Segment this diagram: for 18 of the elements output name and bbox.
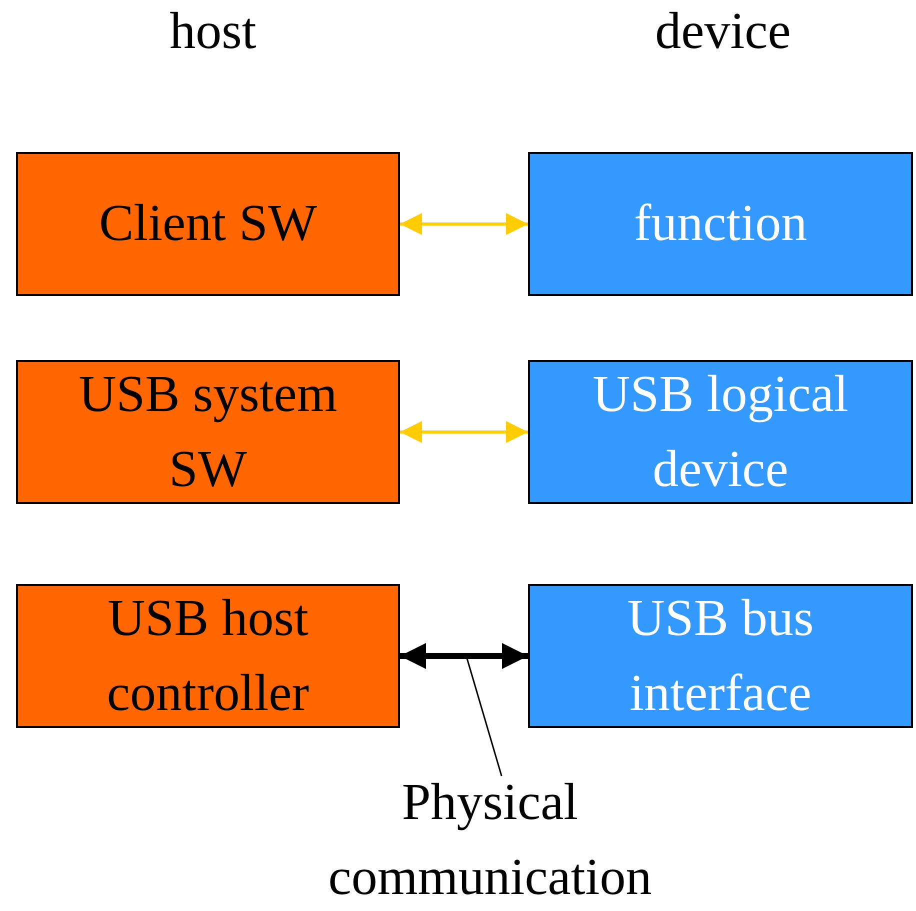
double-arrow — [400, 213, 528, 235]
double-arrow — [400, 643, 528, 669]
callout-text: Physical communication — [328, 772, 652, 908]
host-layer-box — [16, 584, 400, 728]
host-layer-box — [16, 152, 400, 296]
box-label: USB host controller — [106, 588, 310, 724]
box-label: USB bus interface — [626, 588, 815, 724]
double-arrow — [400, 421, 528, 443]
box-label: USB logical device — [592, 364, 850, 500]
column-heading: device — [654, 2, 792, 61]
device-layer-box — [528, 584, 913, 728]
host-layer-box — [16, 360, 400, 504]
box-label: USB system SW — [78, 364, 338, 500]
column-heading: host — [168, 2, 258, 61]
device-layer-box — [528, 152, 913, 296]
box-label: Client SW — [98, 194, 318, 254]
device-layer-box — [528, 360, 913, 504]
box-label: function — [632, 194, 808, 254]
